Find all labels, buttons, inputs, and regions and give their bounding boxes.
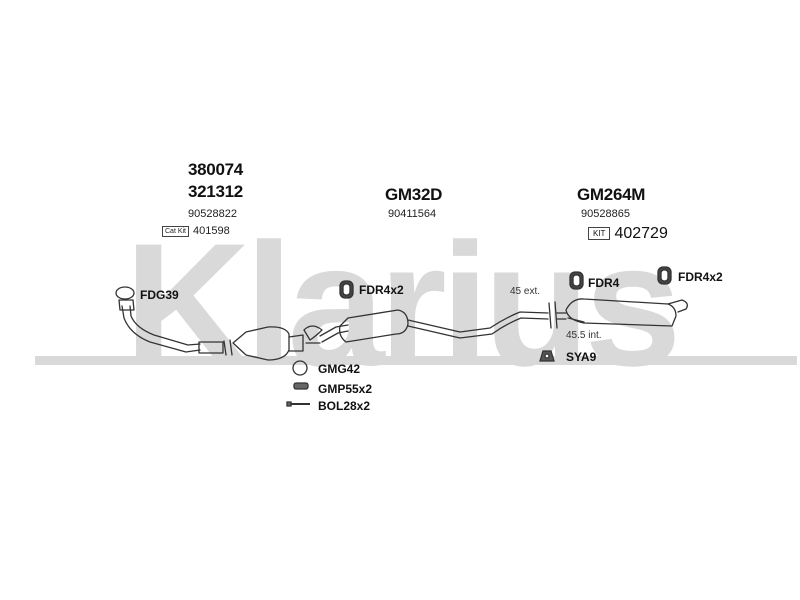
int-dimension-label: 45.5 int. [566, 330, 602, 341]
rear-oem-number: 90528865 [581, 208, 630, 220]
fdr4x2-mid-hanger-icon [339, 280, 354, 299]
cat-kit-number: 401598 [193, 225, 230, 237]
middle-part-number: GM32D [385, 185, 443, 204]
watermark-text: Klarius [124, 208, 675, 403]
bol28x2-bolt-icon [286, 401, 310, 407]
fdg39-label: FDG39 [140, 288, 179, 302]
cat-part-number-2: 321312 [188, 182, 243, 201]
fdr4x2-mid-label: FDR4x2 [359, 283, 404, 297]
cat-part-number-1: 380074 [188, 160, 243, 179]
middle-silencer [319, 309, 549, 343]
rear-joint [548, 301, 558, 329]
catalytic-converter [232, 326, 304, 361]
ext-dimension-label: 45 ext. [510, 286, 541, 297]
kit-badge: KIT [588, 227, 611, 241]
middle-oem-number: 90411564 [388, 208, 437, 220]
rear-part-number: GM264M [577, 185, 646, 204]
front-downpipe [118, 299, 224, 354]
gmg42-ring-icon [292, 360, 308, 376]
sya9-mount-icon [539, 350, 555, 362]
gmp55x2-label: GMP55x2 [318, 382, 373, 396]
watermark-underline [35, 356, 797, 365]
fdr4x2-rear-hanger-icon [657, 266, 672, 285]
kit-number: 402729 [614, 225, 668, 242]
sya9-label: SYA9 [566, 350, 597, 364]
flex-pipe-coupling [303, 325, 323, 344]
fdr4-hanger-icon [569, 271, 584, 290]
downpipe-flange [223, 339, 233, 356]
gmp55x2-clamp-icon [293, 382, 309, 390]
cat-oem-number: 90528822 [188, 208, 237, 220]
fdg39-gasket-icon [115, 286, 135, 300]
fdr4x2-rear-label: FDR4x2 [678, 270, 723, 284]
fdr4-label: FDR4 [588, 276, 620, 290]
rear-silencer [565, 298, 688, 327]
cat-kit-badge: Cat Kit [162, 225, 190, 237]
bol28x2-label: BOL28x2 [318, 399, 371, 413]
gmg42-label: GMG42 [318, 362, 361, 376]
